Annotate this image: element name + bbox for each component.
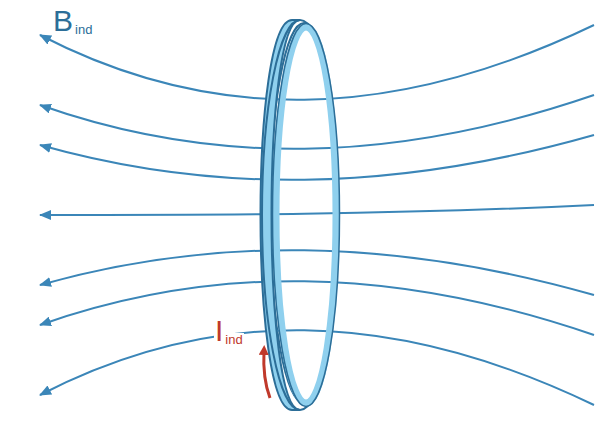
ring-inner (276, 27, 336, 403)
ring-inner-edge (273, 24, 340, 407)
field-line (40, 281, 594, 335)
ring-band (261, 20, 301, 410)
ring-outline (262, 20, 338, 410)
field-line (40, 95, 594, 149)
field-line (40, 250, 594, 295)
field-line (40, 205, 594, 215)
field-subscript: ind (74, 23, 93, 36)
current-subscript: ind (224, 333, 243, 346)
field-line (40, 135, 594, 180)
field-symbol: B (52, 6, 74, 36)
current-symbol: I (214, 316, 224, 346)
field-lines (40, 25, 594, 405)
current-arrow (264, 350, 270, 398)
